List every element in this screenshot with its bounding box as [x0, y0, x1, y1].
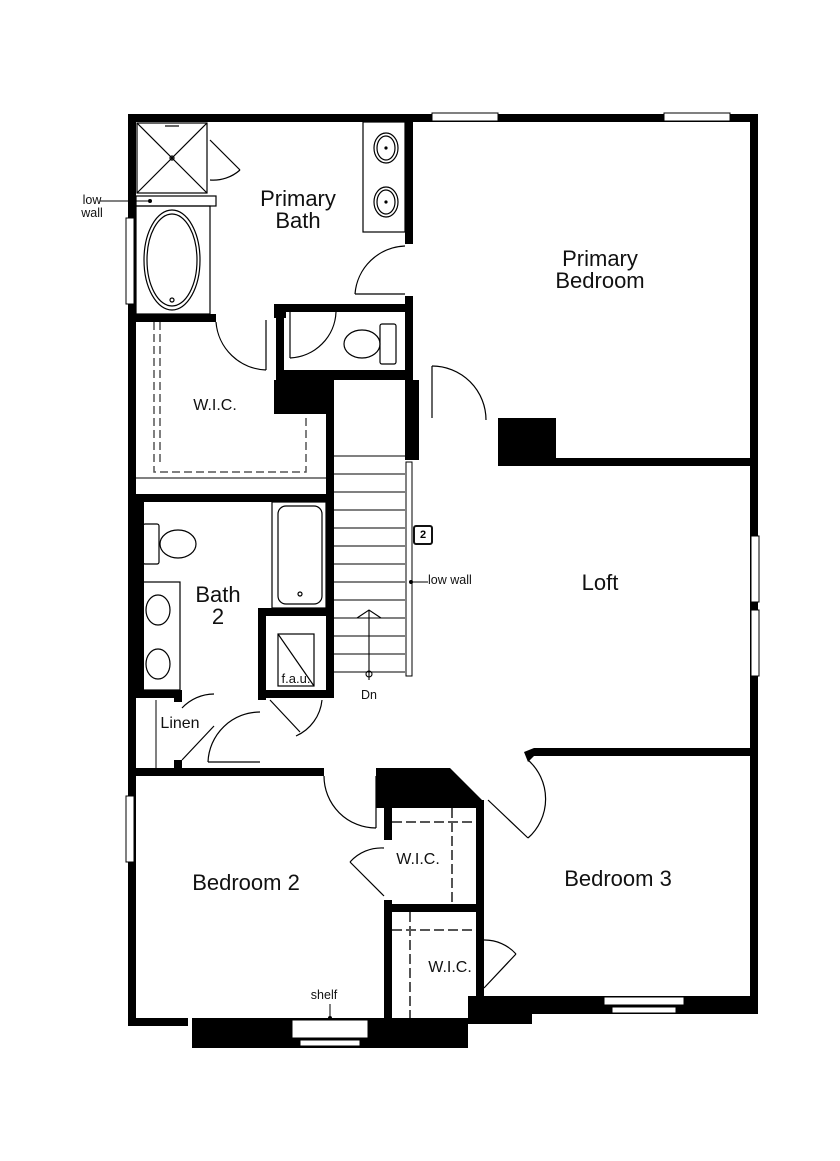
bath2-line2: 2 — [211, 604, 225, 629]
note-low-wall-bath: low wall — [72, 194, 112, 219]
room-label-wic-lower: W.I.C. — [428, 959, 472, 976]
room-label-bedroom2: Bedroom 2 — [192, 870, 300, 895]
wic-shelves — [153, 322, 307, 473]
shower — [136, 122, 208, 194]
room-label-wic-upper: W.I.C. — [396, 851, 440, 868]
primary-bedroom-line2: Bedroom — [555, 268, 645, 293]
primary-vanity — [362, 121, 406, 233]
bath2-fixtures — [137, 501, 327, 691]
interior-walls — [130, 114, 756, 1020]
bath2-line1: Bath — [195, 582, 241, 607]
room-label-primary-bath: Primary Bath — [250, 188, 346, 232]
room-label-primary-bedroom: Primary Bedroom — [540, 248, 660, 292]
low-wall-line2: wall — [81, 205, 103, 220]
stairs — [334, 455, 405, 680]
soaking-tub — [135, 205, 211, 315]
room-label-fau: f.a.u. — [281, 671, 311, 686]
note-stairs-down: Dn — [361, 688, 377, 702]
stair-badge: 2 — [413, 525, 433, 545]
primary-bedroom-line1: Primary — [562, 246, 638, 271]
room-label-loft: Loft — [581, 570, 619, 595]
primary-bath-line2: Bath — [275, 208, 321, 233]
note-low-wall-stairs: low wall — [428, 573, 472, 587]
room-label-wic-primary: W.I.C. — [193, 397, 237, 414]
doors — [181, 245, 547, 989]
room-label-bedroom3: Bedroom 3 — [564, 866, 672, 891]
room-label-linen: Linen — [160, 715, 200, 732]
room-label-bath2: Bath 2 — [186, 584, 250, 628]
primary-bath-line1: Primary — [260, 186, 336, 211]
windows — [125, 112, 760, 1047]
primary-toilet — [343, 323, 397, 365]
note-shelf: shelf — [310, 988, 338, 1002]
low-wall-line1: low — [82, 193, 102, 207]
